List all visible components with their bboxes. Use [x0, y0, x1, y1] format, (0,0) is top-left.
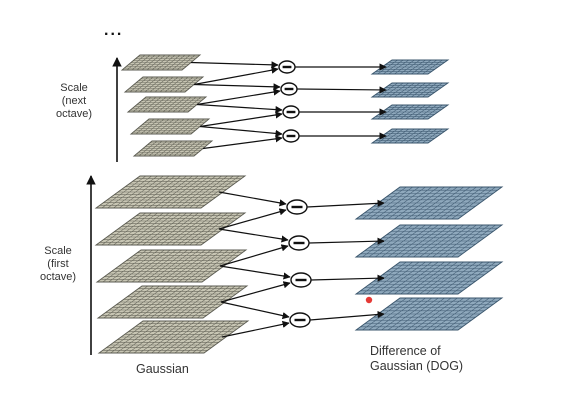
first-octave-output-arrow — [306, 199, 385, 208]
first-octave-input-arrow — [219, 244, 289, 267]
first-octave-input-arrow — [218, 191, 287, 207]
first-octave-dog-layer — [354, 224, 504, 258]
next-octave-subtract-operator — [282, 129, 300, 143]
first-octave-input-arrow — [218, 228, 289, 243]
first-octave-output-arrow — [309, 310, 385, 321]
next-octave-input-arrow — [199, 125, 283, 137]
first-octave-subtract-operator — [288, 235, 310, 251]
next-octave-dog-layer — [370, 59, 450, 75]
dog-label: Difference of Gaussian (DOG) — [370, 344, 464, 373]
next-octave-gaussian-layer — [120, 54, 202, 71]
next-octave-gaussian-layer — [123, 76, 205, 93]
next-octave-subtract-operator — [282, 105, 300, 119]
next-octave-input-arrow — [196, 103, 283, 114]
first-octave-gaussian-layer — [97, 320, 250, 354]
first-octave-subtract-operator — [289, 312, 311, 328]
red-marker-dot — [365, 296, 373, 304]
first-octave-input-arrow — [218, 208, 287, 230]
first-octave-output-arrow — [310, 274, 385, 282]
next-octave-gaussian-layer — [126, 96, 208, 113]
next-octave-input-arrow — [196, 88, 281, 106]
next-octave-gaussian-layer — [132, 140, 214, 157]
first-octave-input-arrow — [219, 265, 291, 280]
first-octave-input-arrow — [220, 301, 290, 320]
first-octave-output-arrow — [308, 237, 385, 245]
next-octave-subtract-operator — [280, 82, 298, 96]
gaussian-label: Gaussian — [136, 362, 189, 376]
next-octave-output-arrow — [296, 86, 387, 94]
first-octave-subtract-operator — [286, 199, 308, 215]
next-octave-gaussian-layer — [129, 118, 211, 135]
first-octave-gaussian-layer — [96, 285, 249, 319]
next-octave-scale-label: Scale (next octave) — [55, 82, 93, 120]
first-octave-dog-layer — [354, 186, 504, 220]
first-octave-input-arrow — [221, 320, 290, 338]
first-octave-scale-label: Scale (first octave) — [39, 245, 77, 283]
next-octave-input-arrow — [190, 61, 279, 69]
first-octave-dog-layer — [354, 297, 504, 331]
first-octave-gaussian-layer — [94, 175, 247, 209]
next-octave-subtract-operator — [278, 60, 296, 74]
first-octave-subtract-operator — [290, 272, 312, 288]
next-octave-input-arrow — [202, 135, 283, 150]
first-octave-dog-layer — [354, 261, 504, 295]
next-octave-dog-layer — [370, 104, 450, 120]
next-octave-input-arrow — [199, 111, 283, 128]
next-octave-input-arrow — [193, 66, 279, 86]
first-octave-gaussian-layer — [94, 212, 247, 246]
first-octave-gaussian-layer — [95, 249, 248, 283]
continuation-ellipsis: ... — [104, 22, 124, 39]
first-octave-input-arrow — [220, 281, 291, 303]
next-octave-input-arrow — [193, 83, 281, 91]
